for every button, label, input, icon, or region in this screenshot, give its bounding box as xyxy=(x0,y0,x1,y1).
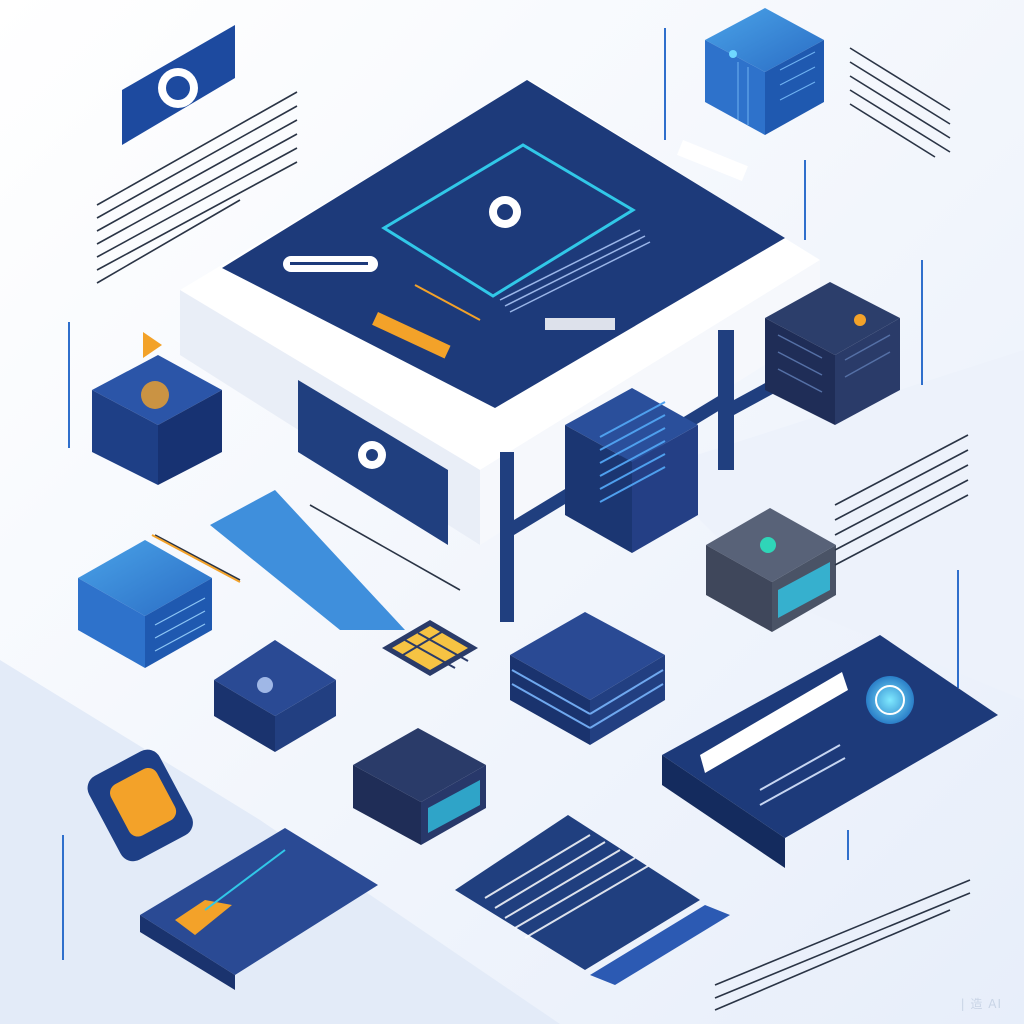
info-card xyxy=(662,635,998,868)
orange-text-lines xyxy=(151,284,481,583)
card-tag-top xyxy=(677,140,748,182)
decorative-text-lines xyxy=(96,47,971,1011)
globe-icon xyxy=(866,676,914,724)
document-panel xyxy=(455,815,730,985)
location-pin-icon xyxy=(175,900,232,935)
orange-flag-icon xyxy=(143,332,162,358)
chip-icon xyxy=(382,620,478,676)
database-stack-icon xyxy=(510,612,665,745)
slate-device xyxy=(706,508,836,632)
banner-panel xyxy=(298,380,448,545)
cube-server-top xyxy=(705,8,824,135)
blue-storage-box xyxy=(78,540,212,668)
emblem-box xyxy=(92,332,222,485)
ribbed-rack-icon xyxy=(499,229,651,313)
orange-gadget xyxy=(87,749,193,862)
screen-frame xyxy=(381,143,636,298)
navy-device xyxy=(214,640,336,752)
flag-banner xyxy=(122,25,235,145)
antenna-poles xyxy=(62,28,959,960)
watermark: | 造 AI xyxy=(960,997,1002,1011)
pin-plate xyxy=(140,828,378,990)
orange-label-strip xyxy=(372,312,451,359)
server-box-right xyxy=(765,282,900,425)
server-rack-center xyxy=(565,388,698,553)
dark-server-box xyxy=(353,728,486,845)
floor-shadow-right xyxy=(650,350,1024,700)
blue-ramp xyxy=(210,490,405,630)
